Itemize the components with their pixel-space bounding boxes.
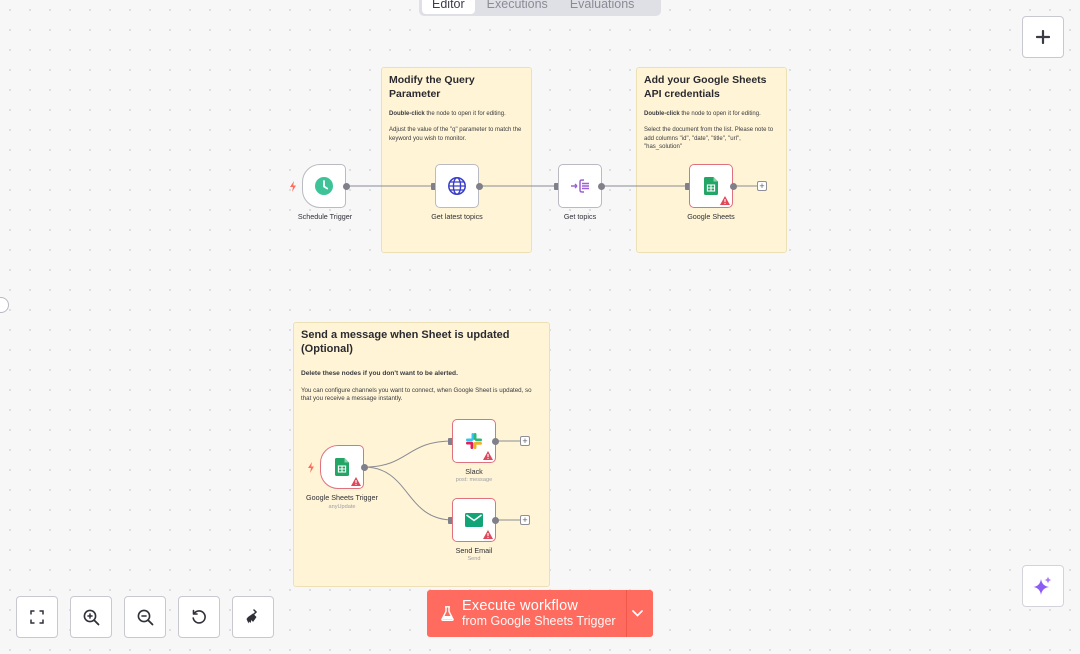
sticky-instruction: Delete these nodes if you don't want to … — [301, 370, 458, 377]
slack-icon — [466, 433, 482, 449]
node-label: Get latest topics — [431, 212, 483, 221]
ai-assistant-button[interactable] — [1022, 565, 1064, 607]
input-handle[interactable] — [685, 183, 690, 190]
node-get-latest-topics[interactable] — [435, 164, 479, 208]
node-label: Slack — [465, 467, 483, 476]
globe-icon — [448, 177, 466, 195]
tab-executions[interactable]: Executions — [486, 0, 548, 11]
output-handle[interactable] — [476, 183, 483, 190]
sticky-instruction: Double-click the node to open it for edi… — [644, 111, 761, 117]
node-get-topics[interactable] — [558, 164, 602, 208]
tab-evaluations[interactable]: Evaluations — [569, 0, 635, 11]
node-subtitle: Send — [467, 556, 481, 562]
tidy-up-button[interactable] — [232, 596, 274, 638]
add-next-node-button[interactable]: + — [520, 436, 530, 446]
node-label: Send Email — [455, 546, 493, 555]
flask-icon — [441, 606, 454, 621]
tidy-up-icon — [246, 609, 258, 624]
add-next-node-button[interactable]: + — [520, 515, 530, 525]
ai-sparkle-icon — [1033, 576, 1052, 595]
execute-trigger-source: from Google Sheets Trigger — [462, 614, 616, 628]
input-handle[interactable] — [431, 183, 436, 190]
fit-view-button[interactable] — [16, 596, 58, 638]
node-subtitle: post: message — [455, 477, 493, 483]
warning-icon — [351, 477, 361, 486]
sticky-title: Add your Google Sheets API credentials — [644, 74, 767, 100]
output-handle[interactable] — [730, 183, 737, 190]
node-label: Schedule Trigger — [297, 212, 353, 221]
node-slack[interactable] — [452, 419, 496, 463]
add-node-button[interactable] — [1022, 16, 1064, 58]
clock-icon — [315, 177, 333, 195]
trigger-bolt-icon — [308, 462, 314, 473]
reset-zoom-icon — [192, 609, 206, 624]
node-schedule-trigger[interactable] — [302, 164, 346, 208]
sticky-body: You can configure channels you want to c… — [301, 387, 532, 402]
node-subtitle: anyUpdate — [328, 504, 356, 510]
node-google-sheets[interactable] — [689, 164, 733, 208]
node-google-sheets-trigger[interactable] — [320, 445, 364, 489]
sticky-body: Select the document from the list. Pleas… — [644, 127, 774, 150]
zoom-out-icon — [137, 609, 153, 625]
tab-editor[interactable]: Editor — [422, 0, 475, 14]
output-handle[interactable] — [598, 183, 605, 190]
node-label: Google Sheets — [687, 212, 735, 221]
google-sheets-icon — [704, 177, 718, 195]
output-handle[interactable] — [361, 464, 368, 471]
zoom-out-button[interactable] — [124, 596, 166, 638]
chevron-down-icon[interactable] — [632, 610, 643, 617]
input-handle[interactable] — [448, 438, 453, 445]
execute-workflow-button[interactable]: Execute workflow from Google Sheets Trig… — [427, 590, 653, 637]
input-handle[interactable] — [448, 517, 453, 524]
warning-icon — [483, 451, 493, 460]
output-handle[interactable] — [492, 438, 499, 445]
divider — [626, 590, 627, 637]
sticky-note-sheets[interactable]: Add your Google Sheets API credentials D… — [636, 67, 787, 253]
trigger-bolt-icon — [290, 181, 296, 192]
output-handle[interactable] — [343, 183, 350, 190]
execute-label: Execute workflow — [462, 598, 579, 614]
sticky-body: Adjust the value of the "q" parameter to… — [389, 127, 522, 142]
fit-view-icon — [30, 610, 44, 624]
add-next-node-button[interactable]: + — [757, 181, 767, 191]
zoom-in-icon — [83, 609, 99, 625]
node-send-email[interactable] — [452, 498, 496, 542]
email-icon — [465, 513, 483, 527]
node-label: Get topics — [563, 212, 597, 221]
node-label: Google Sheets Trigger — [306, 493, 378, 502]
reset-zoom-button[interactable] — [178, 596, 220, 638]
sticky-title: Send a message when Sheet is updated (Op… — [301, 329, 510, 355]
split-out-icon — [571, 179, 589, 193]
output-handle[interactable] — [492, 517, 499, 524]
sticky-instruction: Double-click the node to open it for edi… — [389, 111, 506, 117]
plus-icon — [1036, 30, 1050, 44]
view-tabs: Editor Executions Evaluations — [419, 0, 661, 16]
google-sheets-icon — [335, 458, 349, 476]
warning-icon — [720, 196, 730, 205]
sticky-note-query[interactable]: Modify the Query Parameter Double-click … — [381, 67, 532, 253]
warning-icon — [483, 530, 493, 539]
sticky-title: Modify the Query Parameter — [389, 74, 475, 100]
zoom-in-button[interactable] — [70, 596, 112, 638]
input-handle[interactable] — [554, 183, 559, 190]
